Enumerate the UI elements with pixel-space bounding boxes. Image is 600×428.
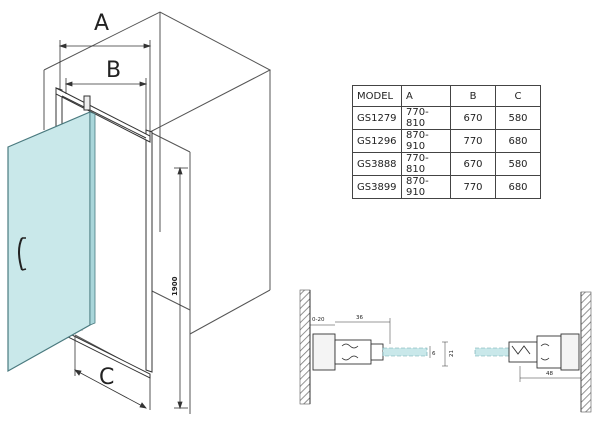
cell-a: 870-910 bbox=[401, 175, 451, 199]
model-table: MODEL A B C GS1279 770-810 670 580 GS129… bbox=[352, 85, 541, 199]
cell-model: GS3888 bbox=[352, 152, 402, 176]
right-profile-detail bbox=[474, 291, 592, 413]
table-row: GS3899 870-910 770 680 bbox=[352, 175, 541, 199]
header-model: MODEL bbox=[352, 85, 402, 107]
header-a: A bbox=[401, 85, 451, 107]
cell-c: 680 bbox=[495, 175, 541, 199]
cell-c: 580 bbox=[495, 152, 541, 176]
cell-a: 770-810 bbox=[401, 106, 451, 130]
left-profile-detail bbox=[299, 289, 431, 405]
door-handle bbox=[18, 237, 23, 271]
glass-door-panel bbox=[7, 111, 96, 373]
table-row: GS3888 770-810 670 580 bbox=[352, 152, 541, 176]
cell-model: GS3899 bbox=[352, 175, 402, 199]
dimension-height bbox=[174, 166, 188, 410]
cell-b: 770 bbox=[450, 175, 496, 199]
cell-b: 770 bbox=[450, 129, 496, 153]
left-range-label: 0-20 bbox=[312, 317, 325, 323]
dimension-b-label: B bbox=[106, 58, 121, 83]
cell-a: 870-910 bbox=[401, 129, 451, 153]
dimension-a bbox=[58, 40, 152, 136]
dimension-a-label: A bbox=[94, 11, 109, 36]
left-width-label: 36 bbox=[356, 315, 363, 321]
dimension-c bbox=[74, 336, 147, 409]
table-row: GS1279 770-810 670 580 bbox=[352, 106, 541, 130]
table-row: GS1296 870-910 770 680 bbox=[352, 129, 541, 153]
height-label: 1900 bbox=[171, 276, 179, 296]
left-glass-label: 6 bbox=[432, 351, 436, 357]
table-header-row: MODEL A B C bbox=[352, 85, 541, 107]
cell-c: 680 bbox=[495, 129, 541, 153]
dimension-b bbox=[64, 78, 148, 130]
right-width-label: 48 bbox=[546, 371, 553, 377]
cell-c: 580 bbox=[495, 106, 541, 130]
profile-height-dimension bbox=[442, 341, 448, 367]
header-b: B bbox=[450, 85, 496, 107]
dimension-c-label: C bbox=[99, 365, 114, 390]
cell-b: 670 bbox=[450, 106, 496, 130]
profile-height-label: 21 bbox=[449, 350, 455, 357]
cell-model: GS1296 bbox=[352, 129, 402, 153]
cell-model: GS1279 bbox=[352, 106, 402, 130]
header-c: C bbox=[495, 85, 541, 107]
cell-a: 770-810 bbox=[401, 152, 451, 176]
cell-b: 670 bbox=[450, 152, 496, 176]
